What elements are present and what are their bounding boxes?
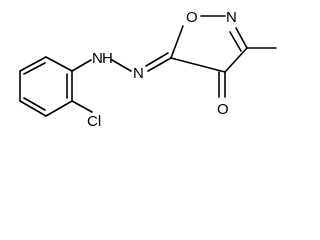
benzene-ring bbox=[19, 56, 73, 117]
atom-o-carbonyl: O bbox=[217, 101, 229, 118]
atom-cl: Cl bbox=[87, 113, 101, 130]
c3-c4-bond bbox=[224, 47, 248, 73]
isoxazolone-ring bbox=[170, 15, 248, 73]
c5-o1-bond bbox=[170, 25, 184, 59]
benzene-bond-6-inner bbox=[23, 62, 46, 75]
benzene-bond-1 bbox=[45, 56, 73, 72]
n2-c3-double-bond-a bbox=[235, 27, 248, 49]
benzene-bond-3 bbox=[45, 100, 73, 117]
benzene-bond-4-inner bbox=[23, 97, 46, 111]
atom-n-ring: N bbox=[226, 9, 237, 26]
aryl-nh-bond bbox=[71, 59, 92, 72]
benzene-bond-6 bbox=[19, 56, 47, 72]
c4-c5-bond bbox=[170, 57, 226, 73]
atom-h: H bbox=[102, 50, 113, 67]
benzene-bond-4 bbox=[19, 100, 47, 117]
n-c-double-bond-a bbox=[147, 57, 172, 72]
chemical-structure-diagram: O N O N H N Cl bbox=[19, 9, 277, 130]
atom-n-azo-1: N bbox=[92, 50, 103, 67]
atom-o-ring: O bbox=[186, 9, 198, 26]
atom-n-azo-2: N bbox=[133, 65, 144, 82]
n-c-double-bond-b bbox=[145, 52, 169, 67]
nh-n-bond bbox=[111, 59, 132, 72]
c-cl-bond bbox=[71, 100, 93, 113]
n2-c3-double-bond-b bbox=[229, 31, 242, 52]
